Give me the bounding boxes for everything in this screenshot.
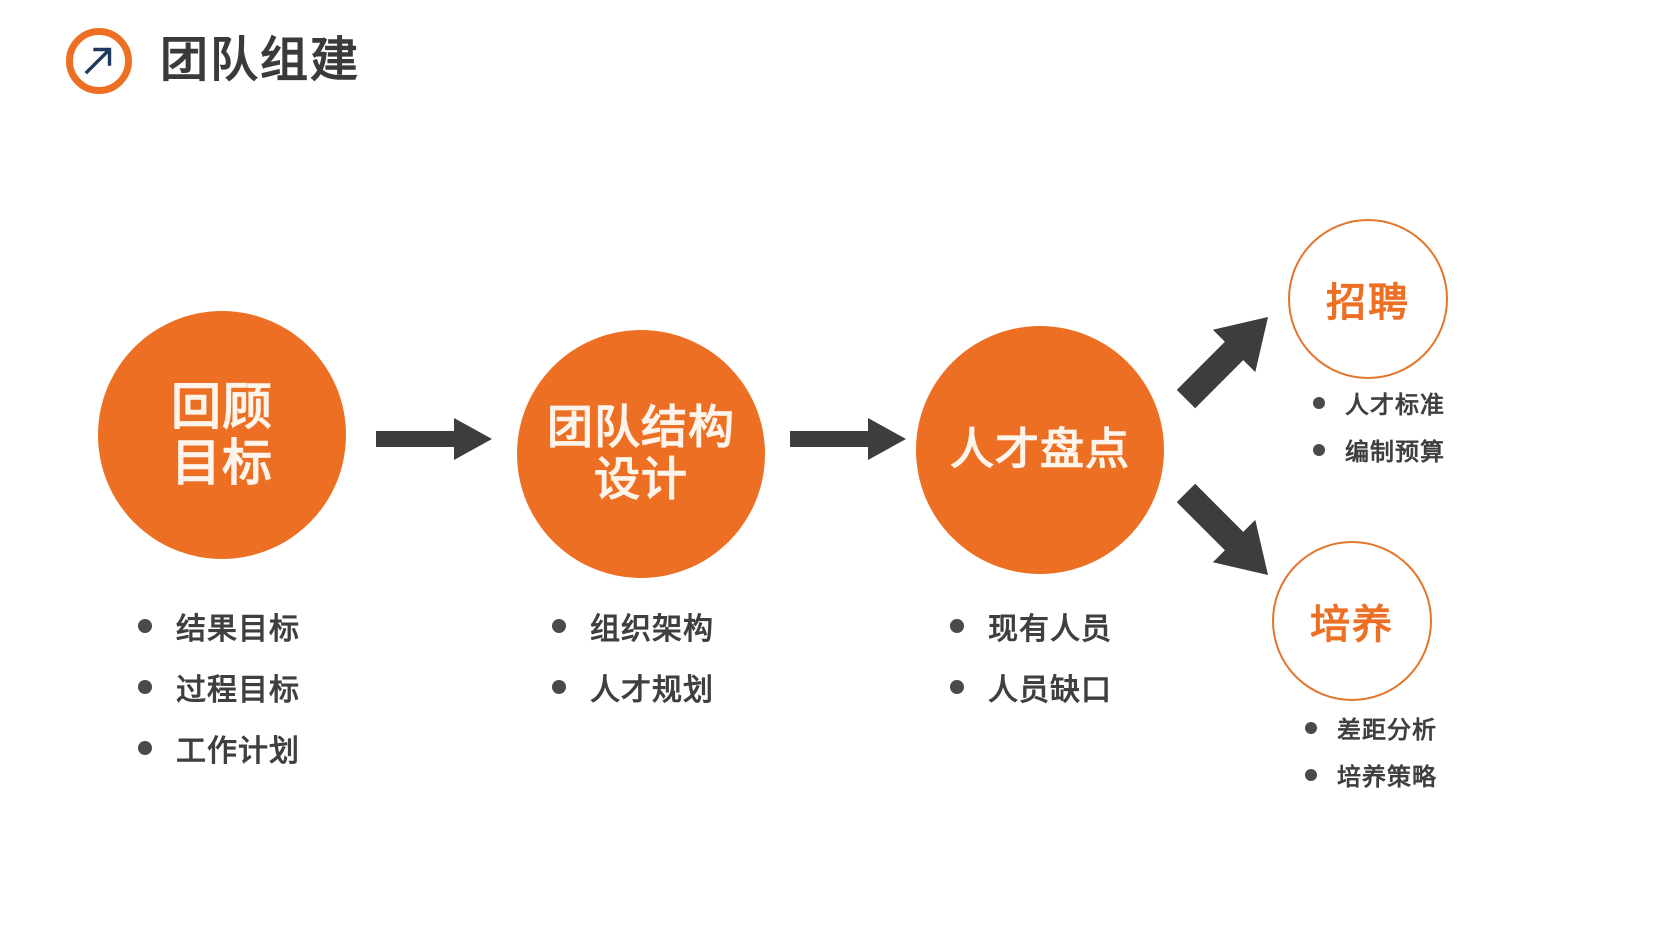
list-item: 结果目标 (138, 604, 300, 648)
bullet-dot-icon (1313, 396, 1325, 409)
arrow-step3-to-recruitment-icon (1165, 296, 1289, 425)
flow-node-team-structure-design[interactable]: 团队结构 设计 (517, 330, 765, 578)
branch-node-development[interactable]: 培养 (1272, 541, 1432, 701)
flow-node-label: 团队结构 设计 (547, 401, 735, 505)
list-item: 差距分析 (1305, 710, 1437, 745)
bullet-list-recruitment: 人才标准 编制预算 (1313, 385, 1445, 479)
list-item-label: 人才规划 (590, 674, 714, 707)
bullet-dot-icon (1305, 768, 1317, 781)
flow-node-talent-inventory[interactable]: 人才盘点 (916, 326, 1164, 574)
page-title: 团队组建 (160, 34, 361, 87)
bullet-dot-icon (1305, 721, 1317, 734)
bullet-dot-icon (138, 680, 152, 694)
branch-node-label: 培养 (1310, 603, 1394, 647)
list-item: 人才标准 (1313, 385, 1445, 420)
flow-node-label: 回顾 目标 (171, 379, 273, 491)
list-item: 人才规划 (552, 665, 714, 709)
list-item: 组织架构 (552, 604, 714, 648)
branch-node-label: 招聘 (1326, 281, 1410, 325)
list-item: 工作计划 (138, 726, 300, 770)
arrow-up-right-icon (66, 28, 132, 94)
bullet-list-development: 差距分析 培养策略 (1305, 710, 1437, 804)
bullet-dot-icon (1313, 443, 1325, 456)
bullet-dot-icon (552, 680, 566, 694)
list-item: 培养策略 (1305, 757, 1437, 792)
flow-node-label: 人才盘点 (950, 425, 1130, 475)
list-item-label: 组织架构 (590, 613, 714, 646)
list-item-label: 人才标准 (1345, 392, 1445, 419)
bullet-dot-icon (950, 680, 964, 694)
branch-node-recruitment[interactable]: 招聘 (1288, 219, 1448, 379)
page-header: 团队组建 (66, 28, 360, 94)
list-item-label: 人员缺口 (988, 674, 1112, 707)
bullet-list-review-goals: 结果目标 过程目标 工作计划 (138, 604, 300, 787)
arrow-step2-to-step3-icon (790, 412, 906, 471)
bullet-list-team-structure-design: 组织架构 人才规划 (552, 604, 714, 726)
list-item: 编制预算 (1313, 432, 1445, 467)
list-item-label: 过程目标 (176, 674, 300, 707)
arrow-step1-to-step2-icon (376, 412, 492, 471)
list-item-label: 结果目标 (176, 613, 300, 646)
list-item-label: 差距分析 (1337, 717, 1437, 744)
list-item: 现有人员 (950, 604, 1112, 648)
list-item-label: 培养策略 (1337, 764, 1437, 791)
bullet-list-talent-inventory: 现有人员 人员缺口 (950, 604, 1112, 726)
arrow-step3-to-development-icon (1165, 472, 1289, 601)
list-item: 过程目标 (138, 665, 300, 709)
bullet-dot-icon (552, 619, 566, 633)
flow-node-review-goals[interactable]: 回顾 目标 (98, 311, 346, 559)
list-item-label: 现有人员 (988, 613, 1112, 646)
list-item-label: 编制预算 (1345, 439, 1445, 466)
bullet-dot-icon (138, 741, 152, 755)
list-item-label: 工作计划 (176, 735, 300, 768)
bullet-dot-icon (950, 619, 964, 633)
bullet-dot-icon (138, 619, 152, 633)
list-item: 人员缺口 (950, 665, 1112, 709)
